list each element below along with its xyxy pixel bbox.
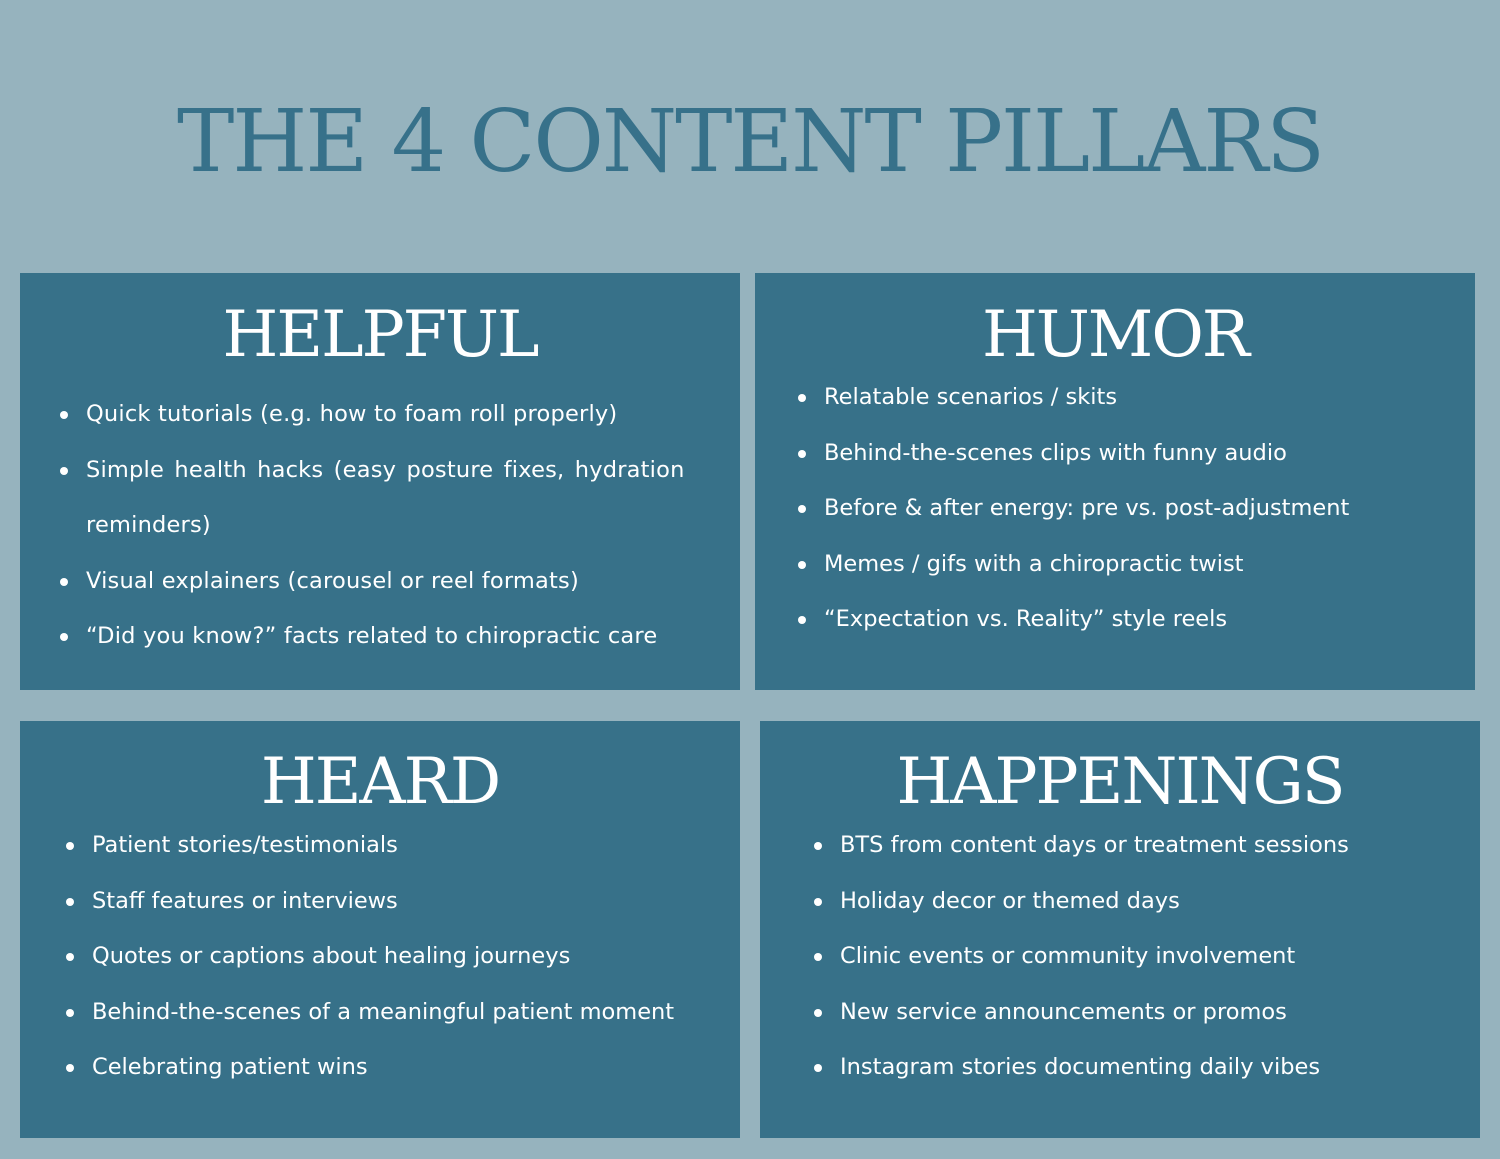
list-item: Clinic events or community involvement <box>814 929 1349 985</box>
pillar-card-humor: HUMOR Relatable scenarios / skits Behind… <box>755 273 1475 690</box>
list-item: “Expectation vs. Reality” style reels <box>798 592 1349 648</box>
list-item: Holiday decor or themed days <box>814 874 1349 930</box>
pillar-heading: HELPFUL <box>222 298 540 372</box>
pillar-card-helpful: HELPFUL Quick tutorials (e.g. how to foa… <box>20 273 740 690</box>
pillar-card-heard: HEARD Patient stories/testimonials Staff… <box>20 721 740 1138</box>
list-item: Relatable scenarios / skits <box>798 370 1349 426</box>
list-item: Quotes or captions about healing journey… <box>66 929 674 985</box>
pillar-list: Quick tutorials (e.g. how to foam roll p… <box>60 387 721 665</box>
list-item: Patient stories/testimonials <box>66 818 674 874</box>
pillar-list: Patient stories/testimonials Staff featu… <box>66 818 674 1096</box>
list-item: Simple health hacks (easy posture fixes,… <box>60 443 721 554</box>
list-item: Before & after energy: pre vs. post-adju… <box>798 481 1349 537</box>
pillar-list: BTS from content days or treatment sessi… <box>814 818 1349 1096</box>
list-item: “Did you know?” facts related to chiropr… <box>60 609 721 665</box>
page-title: THE 4 CONTENT PILLARS <box>176 92 1325 192</box>
pillar-heading: HAPPENINGS <box>896 745 1345 819</box>
pillar-heading: HEARD <box>260 745 501 819</box>
list-item: Quick tutorials (e.g. how to foam roll p… <box>60 387 721 443</box>
list-item: Staff features or interviews <box>66 874 674 930</box>
list-item: Memes / gifs with a chiropractic twist <box>798 537 1349 593</box>
list-item: New service announcements or promos <box>814 985 1349 1041</box>
pillar-card-happenings: HAPPENINGS BTS from content days or trea… <box>760 721 1480 1138</box>
list-item: Celebrating patient wins <box>66 1040 674 1096</box>
pillar-list: Relatable scenarios / skits Behind-the-s… <box>798 370 1349 648</box>
list-item: Behind-the-scenes clips with funny audio <box>798 426 1349 482</box>
list-item: Behind-the-scenes of a meaningful patien… <box>66 985 674 1041</box>
list-item: Visual explainers (carousel or reel form… <box>60 554 721 610</box>
list-item: BTS from content days or treatment sessi… <box>814 818 1349 874</box>
list-item: Instagram stories documenting daily vibe… <box>814 1040 1349 1096</box>
pillar-heading: HUMOR <box>982 298 1250 372</box>
